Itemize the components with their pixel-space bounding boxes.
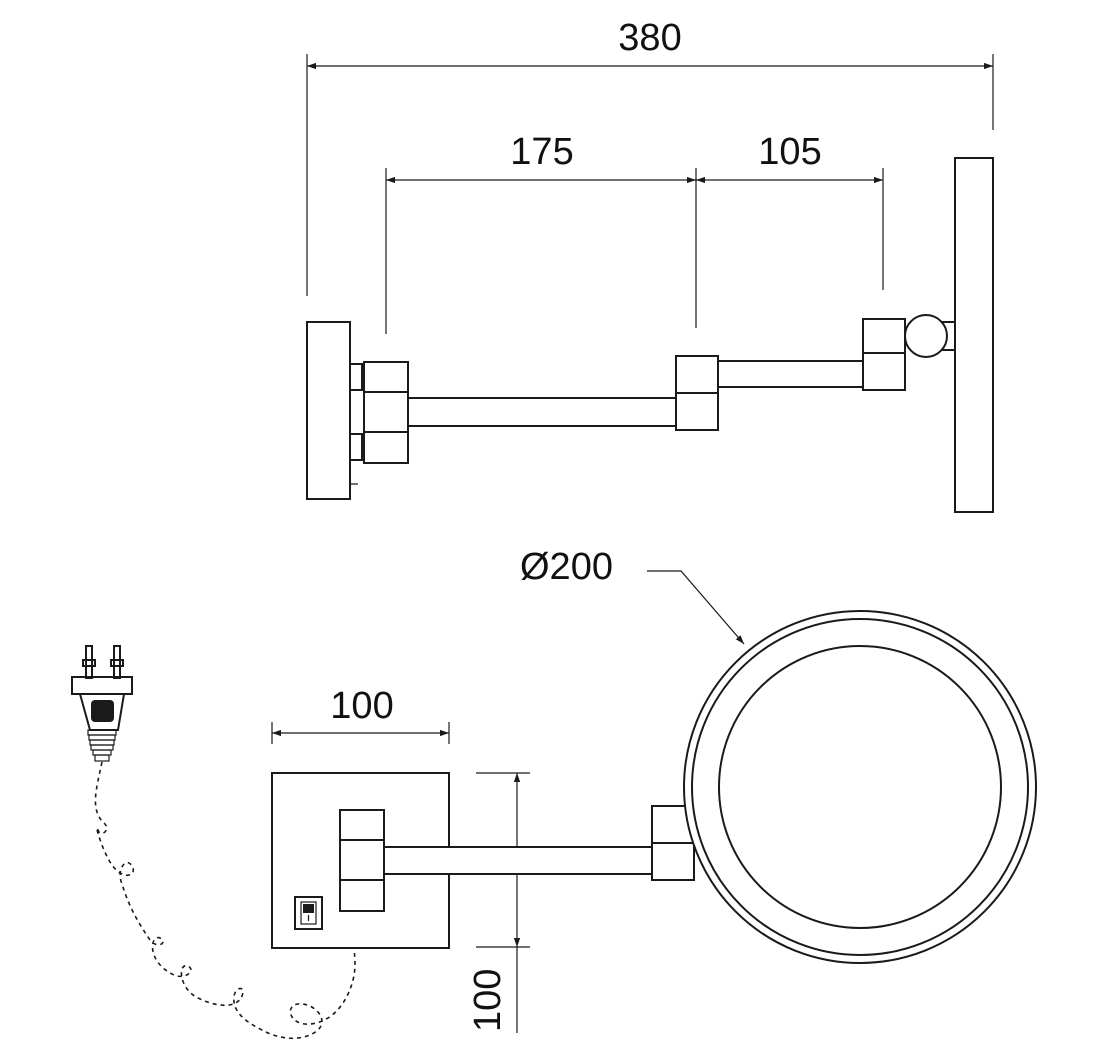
arm-segment-1 — [407, 397, 677, 427]
front-view: Ø200 100 100 — [71, 546, 1037, 1040]
dimension-base-width: 100 — [271, 685, 450, 744]
wall-plate-boss-top — [349, 363, 363, 391]
dimension-label-arm-1: 175 — [510, 131, 573, 173]
plug-icon — [71, 645, 133, 762]
dimension-label-diameter: Ø200 — [520, 546, 613, 588]
arm-front — [383, 846, 653, 875]
wall-plate-cable-outlet — [349, 460, 358, 485]
wall-plate-side — [306, 321, 351, 500]
wall-plate-boss-bottom — [349, 433, 363, 461]
dimension-base-height: 100 — [467, 772, 530, 1033]
dimension-label-overall: 380 — [618, 17, 681, 59]
mirror-frame-inner — [691, 618, 1029, 956]
end-joint — [862, 318, 906, 391]
mirror-outer-ring — [683, 610, 1037, 964]
hinge-block-front — [339, 809, 385, 912]
side-view: 380 175 105 — [306, 17, 994, 513]
dimension-label-base-height: 100 — [467, 969, 509, 1032]
dimension-label-base-width: 100 — [330, 685, 393, 727]
arm-segment-2 — [717, 360, 864, 388]
dimension-overall: 380 — [306, 17, 994, 296]
dimension-mirror-diameter: Ø200 — [520, 546, 745, 645]
ball-pivot — [904, 314, 948, 358]
power-cord-icon — [94, 761, 356, 1040]
hinge-block-wall — [363, 361, 409, 464]
dimension-label-arm-2: 105 — [758, 131, 821, 173]
mirror-side — [954, 157, 994, 513]
mirror-glass — [718, 645, 1002, 929]
dimension-arms: 175 105 — [385, 131, 884, 334]
power-switch-icon — [294, 896, 323, 930]
leader-line-diameter — [647, 570, 745, 645]
